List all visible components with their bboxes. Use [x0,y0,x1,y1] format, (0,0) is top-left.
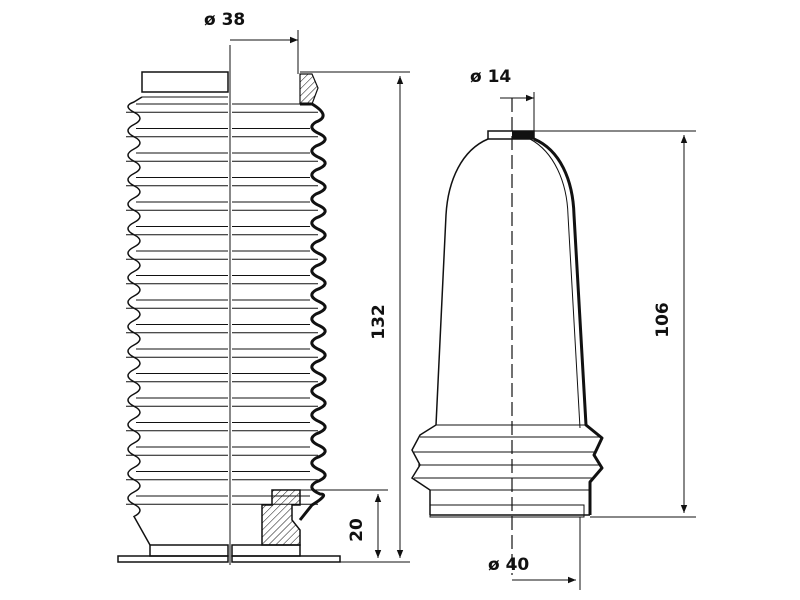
right-dust-boot [410,98,604,575]
right-boot-right-wall [533,137,604,515]
right-top-cap-section [512,131,534,139]
label-diameter-38: ø 38 [204,10,245,30]
label-diameter-40: ø 40 [488,555,529,575]
label-height-106: 106 [653,302,673,338]
right-boot-inner-wall [529,138,581,429]
label-diameter-14: ø 14 [470,67,511,87]
left-base-hatched-section [261,489,301,546]
left-bottom-collar-right [231,544,301,557]
right-boot-left-outline [410,138,489,515]
left-bellows-section-wall [298,102,327,521]
label-base-20: 20 [347,518,367,542]
right-dimensions: ø 14 106 ø 40 [470,67,696,590]
left-bellows-outline [127,96,151,546]
left-bottom-flange-right [231,555,341,563]
left-bottom-flange [117,555,229,563]
label-height-132: 132 [369,304,389,340]
left-bottom-collar [149,544,229,557]
left-bellows-ribs [126,103,318,505]
left-top-collar [141,71,229,93]
right-boot-bottom-ring [429,504,585,518]
left-bellows-boot [117,45,341,565]
left-dimensions: ø 38 132 20 [204,10,410,563]
left-top-hatched-lip [299,73,319,105]
